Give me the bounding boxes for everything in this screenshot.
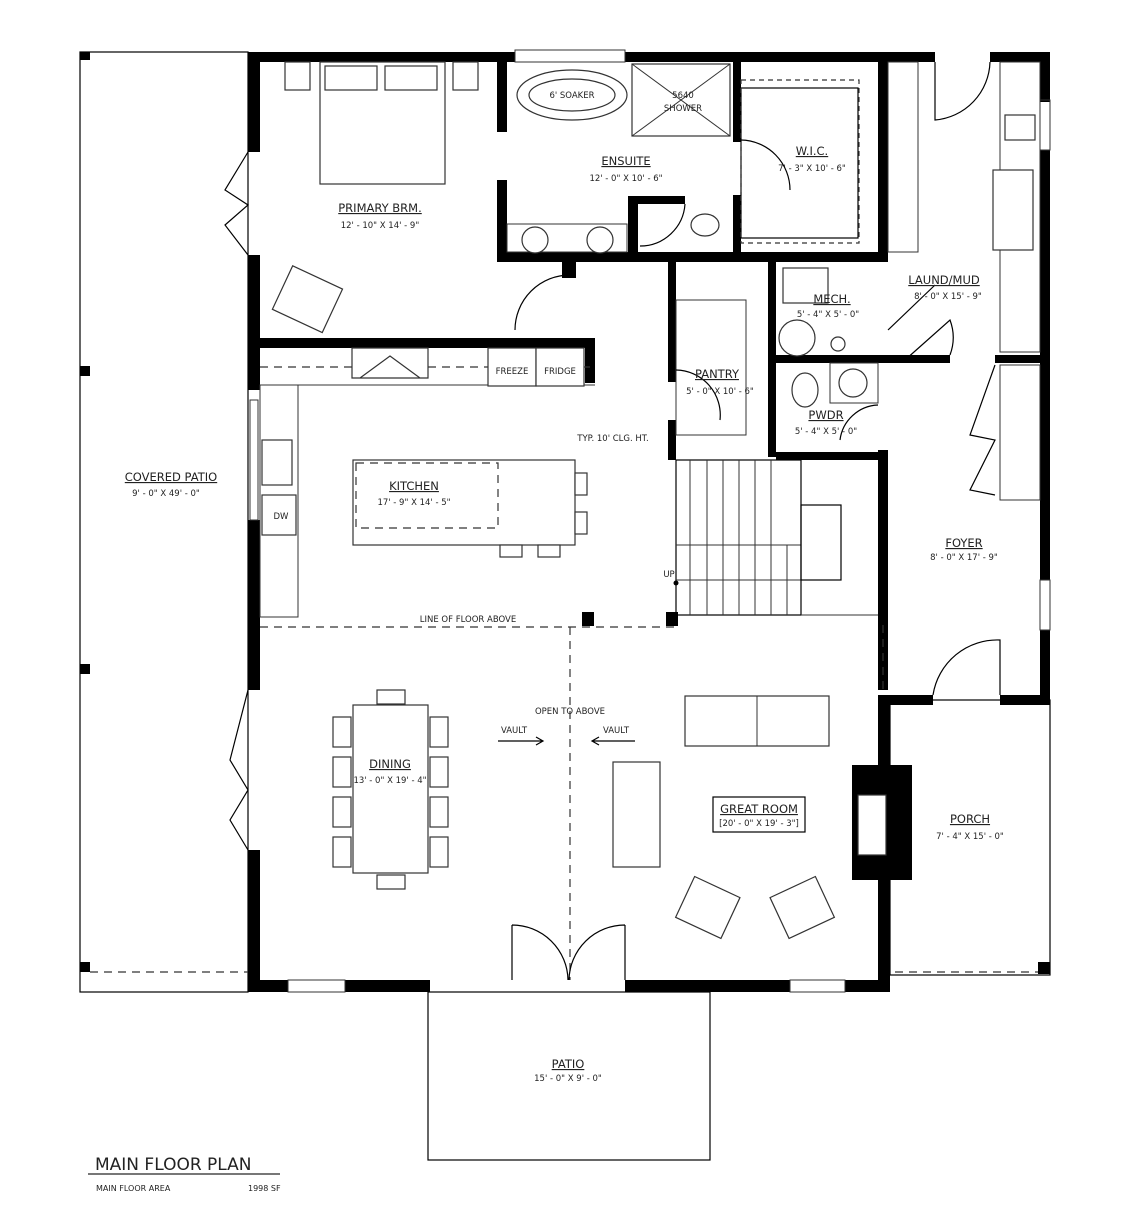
room-dims-foyer: 8' - 0" X 17' - 9" (930, 553, 998, 563)
vault-arrow-left (590, 736, 635, 746)
room-name-kitchen: KITCHEN (389, 479, 439, 493)
room-dims-pwdr: 5' - 4" X 5' - 0" (795, 427, 857, 437)
toilet (690, 213, 720, 237)
room-name-patio: PATIO (552, 1057, 585, 1071)
room-name-great-room: GREAT ROOM (720, 802, 798, 816)
loveseat (612, 761, 661, 868)
french-doors (511, 924, 626, 981)
sink (838, 368, 868, 398)
room-dims-pantry: 5' - 0" X 10' - 6" (686, 387, 754, 397)
soaker-label: 6' SOAKER (549, 91, 594, 101)
range-hood (351, 347, 429, 379)
water-heater (778, 319, 816, 357)
sink (521, 226, 549, 254)
room-dims-primary: 12' - 10" X 14' - 9" (341, 221, 420, 231)
freeze-label: FREEZE (496, 367, 529, 377)
room-dims-wic: 7' - 3" X 10' - 6" (778, 164, 846, 174)
fridge (535, 347, 585, 387)
open-above-note: OPEN TO ABOVE (535, 707, 605, 717)
freezer (487, 347, 537, 387)
room-name-primary: PRIMARY BRM. (338, 201, 422, 215)
room-name-mech: MECH. (813, 292, 850, 306)
up-label: UP (663, 570, 674, 580)
room-name-laund: LAUND/MUD (908, 273, 980, 287)
fridge-label: FRIDGE (544, 367, 576, 377)
room-name-pantry: PANTRY (695, 367, 740, 381)
area-label: MAIN FLOOR AREA (96, 1184, 171, 1193)
dw-label: DW (274, 512, 290, 522)
floor-above-note: LINE OF FLOOR ABOVE (420, 615, 517, 625)
room-dims-mech: 5' - 4" X 5' - 0" (797, 310, 859, 320)
ceiling-note: TYP. 10' CLG. HT. (576, 434, 648, 444)
toilet (791, 372, 819, 408)
room-dims-kitchen: 17' - 9" X 14' - 5" (377, 498, 450, 508)
patio-outline (427, 991, 711, 1161)
room-name-porch: PORCH (950, 812, 990, 826)
area-value: 1998 SF (248, 1184, 281, 1193)
shower-size-label: 5640 (672, 91, 694, 101)
vault-arrow-right (498, 736, 545, 746)
armchair (271, 265, 344, 334)
room-dims-ensuite: 12' - 0" X 10' - 6" (589, 174, 662, 184)
room-dims-porch: 7' - 4" X 15' - 0" (936, 832, 1004, 842)
armchair (674, 875, 741, 940)
room-name-covered-patio: COVERED PATIO (125, 470, 217, 484)
shower-label: SHOWER (664, 104, 702, 114)
room-dims-laund: 8' - 0" X 15' - 9" (914, 292, 982, 302)
room-dims-covered-patio: 9' - 0" X 49' - 0" (132, 489, 200, 499)
room-name-wic: W.I.C. (796, 144, 828, 158)
room-name-dining: DINING (369, 757, 411, 771)
dining-table (352, 704, 429, 874)
room-name-ensuite: ENSUITE (601, 154, 650, 168)
vault-note-right: VAULT (603, 726, 630, 736)
sink (586, 226, 614, 254)
vault-note-left: VAULT (501, 726, 528, 736)
room-dims-great-room: [20' - 0" X 19' - 3"] (719, 819, 799, 829)
room-dims-dining: 13' - 0" X 19' - 4" (353, 776, 426, 786)
room-name-pwdr: PWDR (808, 408, 843, 422)
staircase (673, 459, 878, 616)
armchair (769, 875, 836, 940)
room-dims-patio: 15' - 0" X 9' - 0" (534, 1074, 602, 1084)
covered-patio-outline (79, 51, 249, 993)
plan-title: MAIN FLOOR PLAN (95, 1155, 252, 1175)
room-name-foyer: FOYER (945, 536, 982, 550)
kitchen-sink (261, 439, 293, 486)
kitchen-island (352, 459, 576, 546)
dishwasher (261, 494, 297, 536)
